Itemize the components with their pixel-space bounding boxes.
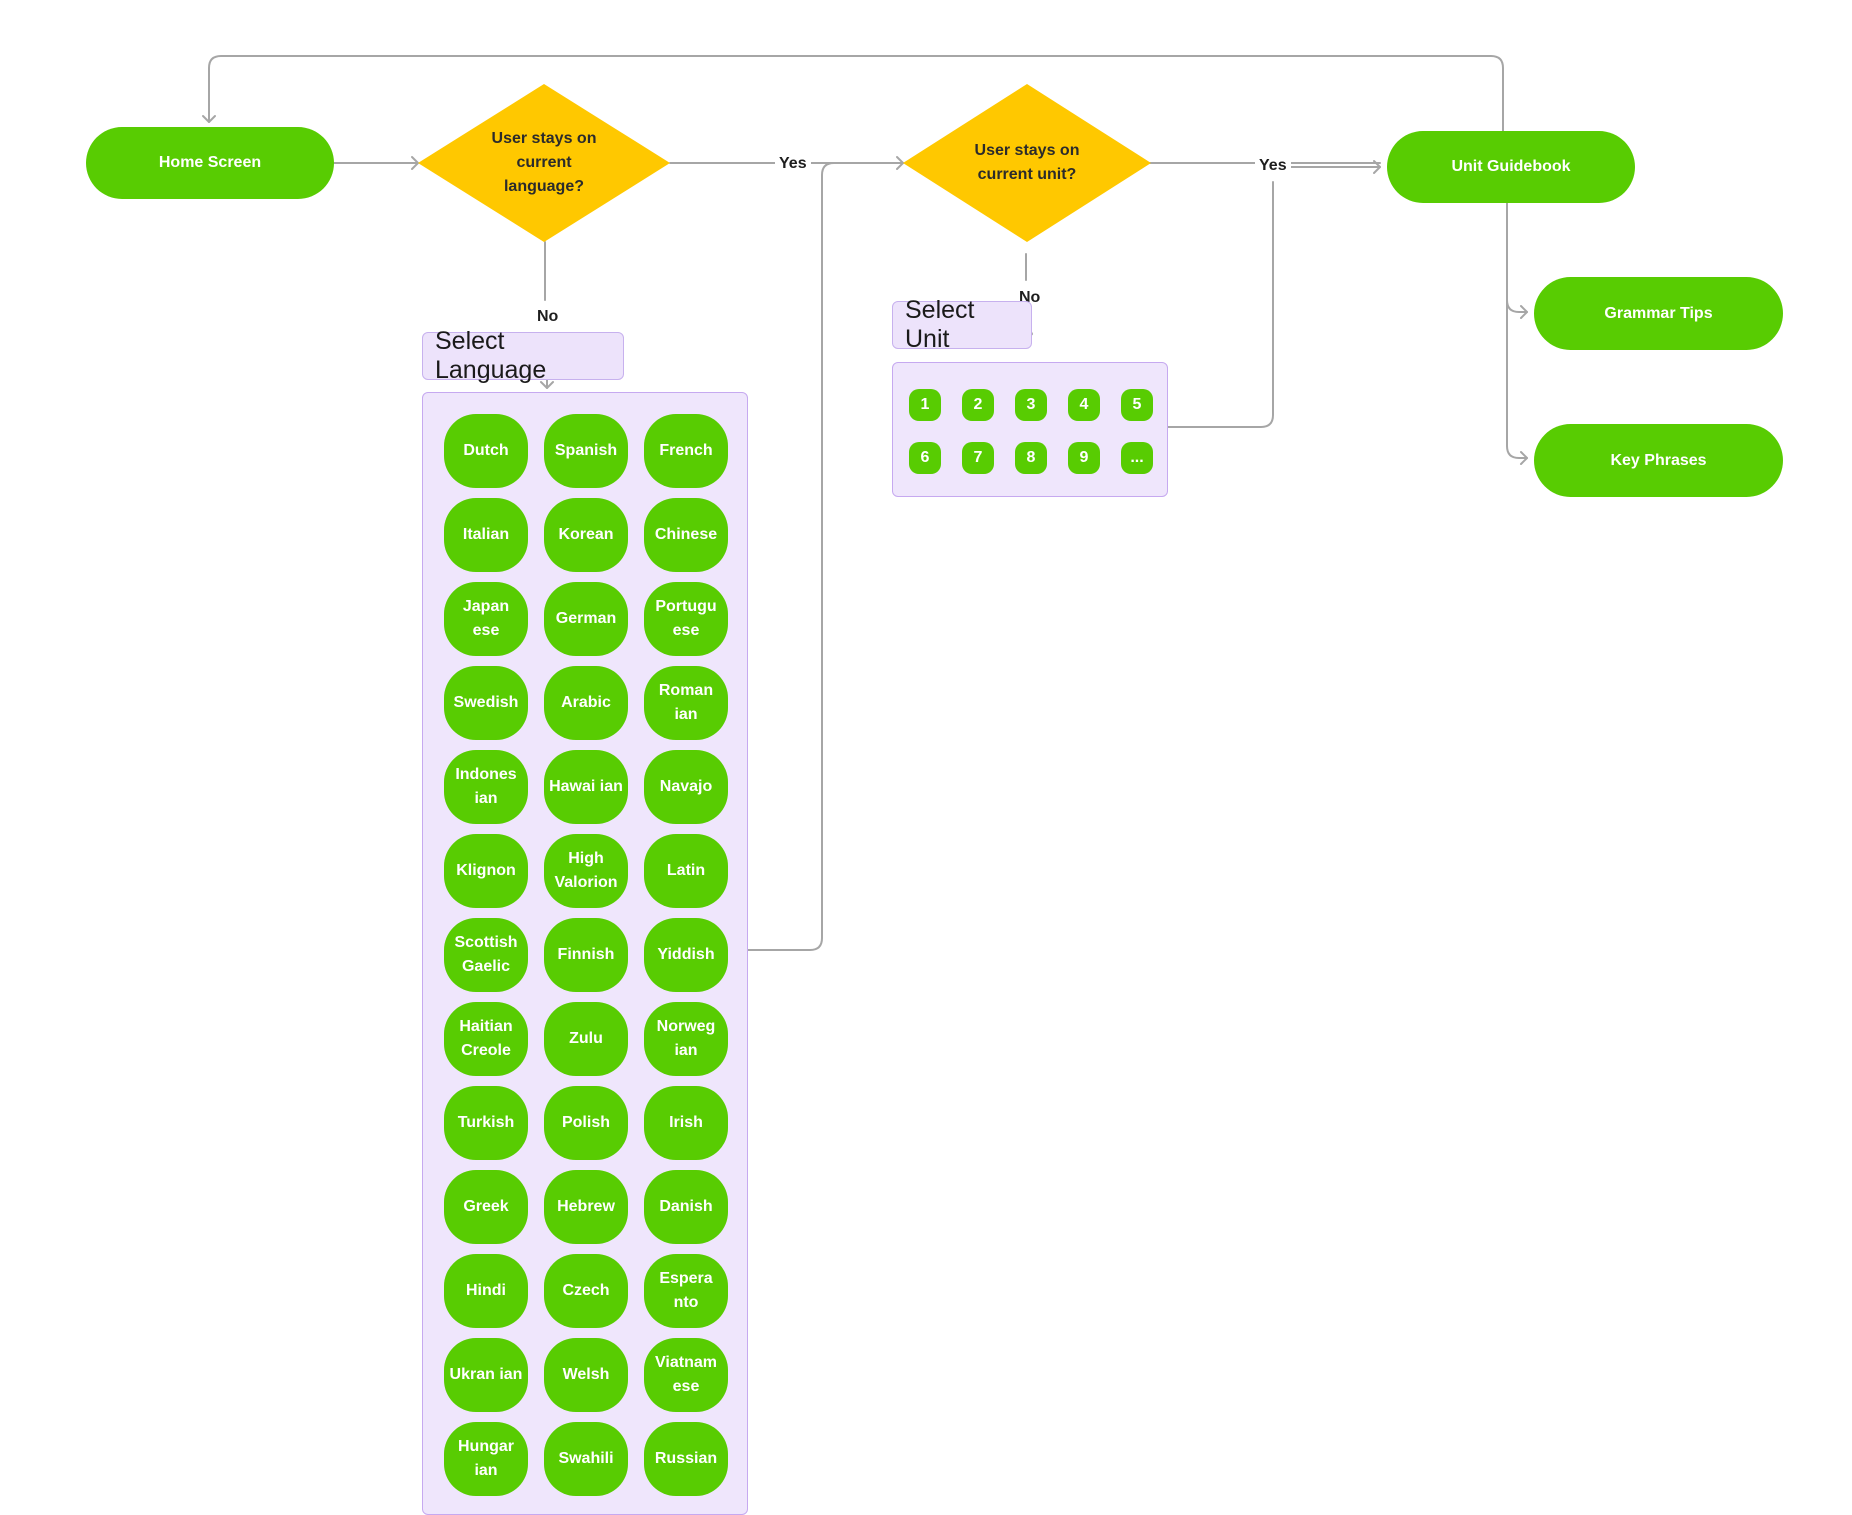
decision-diamond-shape xyxy=(903,84,1151,242)
language-option[interactable]: Dutch xyxy=(444,414,528,488)
home-screen-label: Home Screen xyxy=(158,154,262,171)
language-yes-label: Yes xyxy=(775,154,811,174)
language-option[interactable]: Irish xyxy=(644,1086,728,1160)
language-option[interactable]: Finnish xyxy=(544,918,628,992)
language-option[interactable]: Hindi xyxy=(444,1254,528,1328)
unit-option[interactable]: 7 xyxy=(962,442,994,474)
unit-option[interactable]: 4 xyxy=(1068,389,1100,421)
language-option[interactable]: Norweg ian xyxy=(644,1002,728,1076)
language-option[interactable]: Korean xyxy=(544,498,628,572)
language-option[interactable]: Roman ian xyxy=(644,666,728,740)
language-option[interactable]: Viatnam ese xyxy=(644,1338,728,1412)
language-option[interactable]: Swedish xyxy=(444,666,528,740)
select-unit-title: Select Unit xyxy=(892,296,1032,353)
language-option[interactable]: Swahili xyxy=(544,1422,628,1496)
language-option[interactable]: Greek xyxy=(444,1170,528,1244)
language-option[interactable]: Ukran ian xyxy=(444,1338,528,1412)
language-option[interactable]: Japan ese xyxy=(444,582,528,656)
unit-decision-node[interactable]: User stays on current unit? xyxy=(903,84,1151,242)
language-option[interactable]: Zulu xyxy=(544,1002,628,1076)
unit-option[interactable]: 1 xyxy=(909,389,941,421)
unit-option[interactable]: 2 xyxy=(962,389,994,421)
language-option[interactable]: Chinese xyxy=(644,498,728,572)
language-option[interactable]: Turkish xyxy=(444,1086,528,1160)
grammar-tips-label: Grammar Tips xyxy=(1604,304,1713,322)
language-option[interactable]: Danish xyxy=(644,1170,728,1244)
unit-option[interactable]: ... xyxy=(1121,442,1153,474)
connector-unit-panel-to-yes xyxy=(1164,181,1274,428)
unit-yes-label: Yes xyxy=(1255,156,1291,176)
language-option[interactable]: Hebrew xyxy=(544,1170,628,1244)
connector-guidebook-to-home xyxy=(208,55,1504,133)
select-language-title-text: Select Language xyxy=(435,327,547,384)
unit-option[interactable]: 8 xyxy=(1015,442,1047,474)
language-option[interactable]: Espera nto xyxy=(644,1254,728,1328)
language-option[interactable]: Hawai ian xyxy=(544,750,628,824)
arrowhead xyxy=(1520,305,1528,319)
unit-option[interactable]: 9 xyxy=(1068,442,1100,474)
key-phrases-label: Key Phrases xyxy=(1610,451,1707,469)
key-phrases-node[interactable]: Key Phrases xyxy=(1534,424,1783,497)
unit-option[interactable]: 3 xyxy=(1015,389,1047,421)
arrowhead xyxy=(1520,451,1528,465)
connector-guidebook-to-phrases xyxy=(1506,299,1528,459)
language-option[interactable]: German xyxy=(544,582,628,656)
language-decision-label: User stays on current language? xyxy=(491,130,597,195)
language-option[interactable]: Arabic xyxy=(544,666,628,740)
grammar-tips-node[interactable]: Grammar Tips xyxy=(1534,277,1783,350)
unit-decision-label: User stays on current unit? xyxy=(974,142,1080,183)
language-option[interactable]: Spanish xyxy=(544,414,628,488)
language-option[interactable]: French xyxy=(644,414,728,488)
home-screen-node[interactable]: Home Screen xyxy=(86,127,334,199)
language-option[interactable]: Latin xyxy=(644,834,728,908)
select-language-title: Select Language xyxy=(422,327,624,384)
language-option[interactable]: Hungar ian xyxy=(444,1422,528,1496)
language-option[interactable]: Welsh xyxy=(544,1338,628,1412)
language-option[interactable]: Russian xyxy=(644,1422,728,1496)
language-option[interactable]: Portugu ese xyxy=(644,582,728,656)
arrowhead xyxy=(202,115,216,123)
language-option[interactable]: Czech xyxy=(544,1254,628,1328)
language-option[interactable]: Italian xyxy=(444,498,528,572)
language-option[interactable]: Klignon xyxy=(444,834,528,908)
unit-option[interactable]: 5 xyxy=(1121,389,1153,421)
connector-language-panel-to-unit-decision xyxy=(745,162,904,951)
language-option[interactable]: Indones ian xyxy=(444,750,528,824)
unit-option[interactable]: 6 xyxy=(909,442,941,474)
unit-guidebook-node[interactable]: Unit Guidebook xyxy=(1387,131,1635,203)
language-option[interactable]: Haitian Creole xyxy=(444,1002,528,1076)
select-unit-title-text: Select Unit xyxy=(905,296,975,353)
language-option[interactable]: Yiddish xyxy=(644,918,728,992)
arrowhead xyxy=(1373,160,1381,174)
language-decision-node[interactable]: User stays on current language? xyxy=(418,84,670,242)
language-no-label: No xyxy=(533,307,563,327)
connector-guidebook-to-tips xyxy=(1506,202,1528,313)
language-option[interactable]: High Valorion xyxy=(544,834,628,908)
language-option[interactable]: Navajo xyxy=(644,750,728,824)
unit-guidebook-label: Unit Guidebook xyxy=(1451,158,1571,175)
decision-diamond-shape xyxy=(418,84,670,242)
language-option[interactable]: Scottish Gaelic xyxy=(444,918,528,992)
language-option[interactable]: Polish xyxy=(544,1086,628,1160)
